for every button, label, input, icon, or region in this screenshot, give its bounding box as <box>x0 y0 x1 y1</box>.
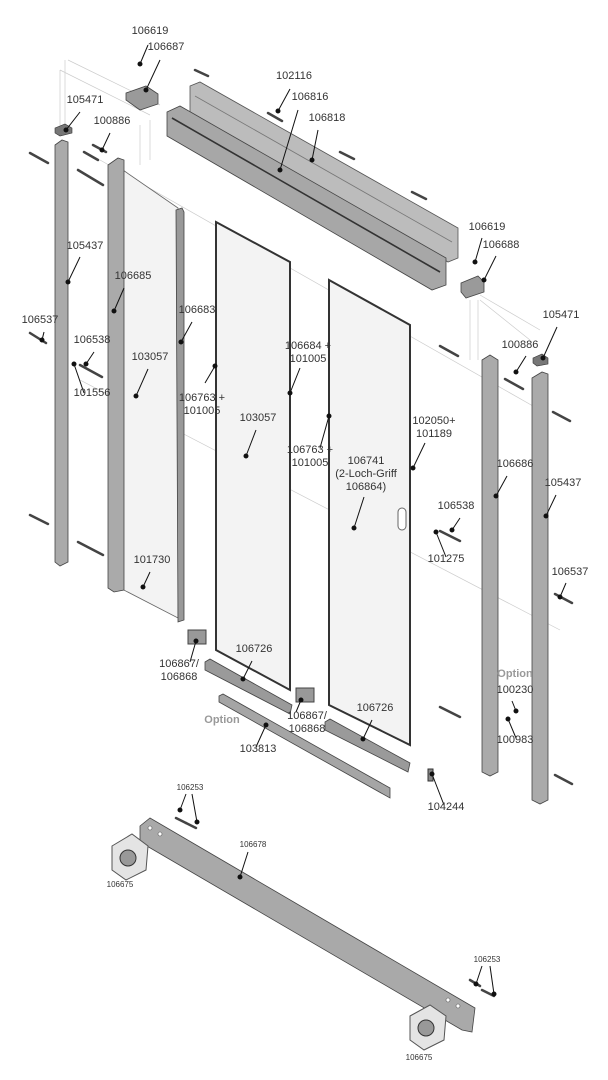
label-106537-left: 106537 <box>21 314 59 326</box>
label-line: 106867/ <box>159 658 199 670</box>
label-106726-b: 106726 <box>356 702 394 714</box>
label-106619-right: 106619 <box>468 221 506 233</box>
label-line: 101005 <box>183 405 221 417</box>
profile-106685 <box>107 157 125 593</box>
label-106685: 106685 <box>114 270 152 282</box>
label-102050: 102050+101189 <box>412 415 455 441</box>
profile-106683 <box>175 207 185 623</box>
label-106537-right: 106537 <box>551 566 589 578</box>
bracket-106688 <box>460 275 485 299</box>
label-line: 106867/ <box>287 710 327 722</box>
label-line: 106684 + <box>284 340 332 352</box>
label-104244: 104244 <box>427 801 465 813</box>
threshold-106726-a <box>204 658 293 715</box>
label-103057-fixed: 103057 <box>131 351 169 363</box>
label-103813: 103813 <box>239 743 277 755</box>
rail-103813 <box>218 693 391 799</box>
fixed-glass-103057 <box>119 167 179 619</box>
threshold-106726-b <box>324 718 411 773</box>
label-106683: 106683 <box>178 304 216 316</box>
label-106619-left: 106619 <box>131 25 169 37</box>
label-option-right: Option <box>497 668 533 680</box>
label-106688: 106688 <box>482 239 520 251</box>
label-101556: 101556 <box>73 387 111 399</box>
end-cap-106675-b <box>409 1004 447 1051</box>
label-105437-left: 105437 <box>66 240 104 252</box>
label-105437-right: 105437 <box>544 477 582 489</box>
label-line: 106864) <box>345 481 387 493</box>
label-101275: 101275 <box>427 553 465 565</box>
label-100886-right: 100886 <box>501 339 539 351</box>
label-106818: 106818 <box>308 112 346 124</box>
end-cap-106675-a <box>111 833 149 881</box>
label-100230: 100230 <box>496 684 534 696</box>
profile-106686 <box>481 354 499 777</box>
label-106687: 106687 <box>147 41 185 53</box>
label-line: 101005 <box>289 353 327 365</box>
label-100886-left: 100886 <box>93 115 131 127</box>
label-106867-a: 106867/106868 <box>159 658 199 684</box>
label-line: 101189 <box>416 428 452 440</box>
label-106686: 106686 <box>496 458 534 470</box>
label-106675-b: 106675 <box>405 1053 433 1062</box>
label-106763-b: 106763 +101005 <box>287 444 333 470</box>
label-100983: 100983 <box>496 734 534 746</box>
label-103057-slide: 103057 <box>239 412 277 424</box>
label-106675-a: 106675 <box>106 880 134 889</box>
sliding-door-106741 <box>328 278 411 747</box>
label-106726-a: 106726 <box>235 643 273 655</box>
label-106816: 106816 <box>291 91 329 103</box>
clip-105471-right <box>532 353 549 367</box>
label-line: 102050+ <box>412 415 456 427</box>
label-line: 106741 <box>347 455 385 467</box>
label-line: 106868 <box>288 723 326 735</box>
label-option-left: Option <box>204 714 240 726</box>
label-line: (2-Loch-Griff <box>335 468 397 480</box>
label-line: 106763 + <box>286 444 334 456</box>
label-line: 101005 <box>291 457 329 469</box>
label-106867-b: 106867/106868 <box>287 710 327 736</box>
screws <box>28 68 574 998</box>
label-106538-right: 106538 <box>437 500 475 512</box>
label-101730: 101730 <box>133 554 171 566</box>
label-106763-a: 106763 +101005 <box>179 392 225 418</box>
label-106678: 106678 <box>239 840 267 849</box>
label-106253-b: 106253 <box>473 955 501 964</box>
bottom-bar-106678 <box>139 817 476 1033</box>
label-106538-left: 106538 <box>73 334 111 346</box>
leader-lines <box>39 44 567 997</box>
label-106684: 106684 +101005 <box>285 340 331 366</box>
roller-106867-a <box>187 629 207 645</box>
label-105471-left: 105471 <box>66 94 104 106</box>
label-102116: 102116 <box>276 70 312 82</box>
bracket-106687 <box>125 85 159 111</box>
door-handle-106864 <box>397 507 407 531</box>
top-rail-106816 <box>166 105 447 291</box>
label-106253-a: 106253 <box>176 783 204 792</box>
glass-panel-103057 <box>215 220 291 692</box>
wall-profile-105437-left <box>54 139 69 567</box>
label-line: 106763 + <box>178 392 226 404</box>
label-line: 106868 <box>160 671 198 683</box>
wall-profile-105437-right <box>531 371 549 805</box>
label-105471-right: 105471 <box>542 309 580 321</box>
